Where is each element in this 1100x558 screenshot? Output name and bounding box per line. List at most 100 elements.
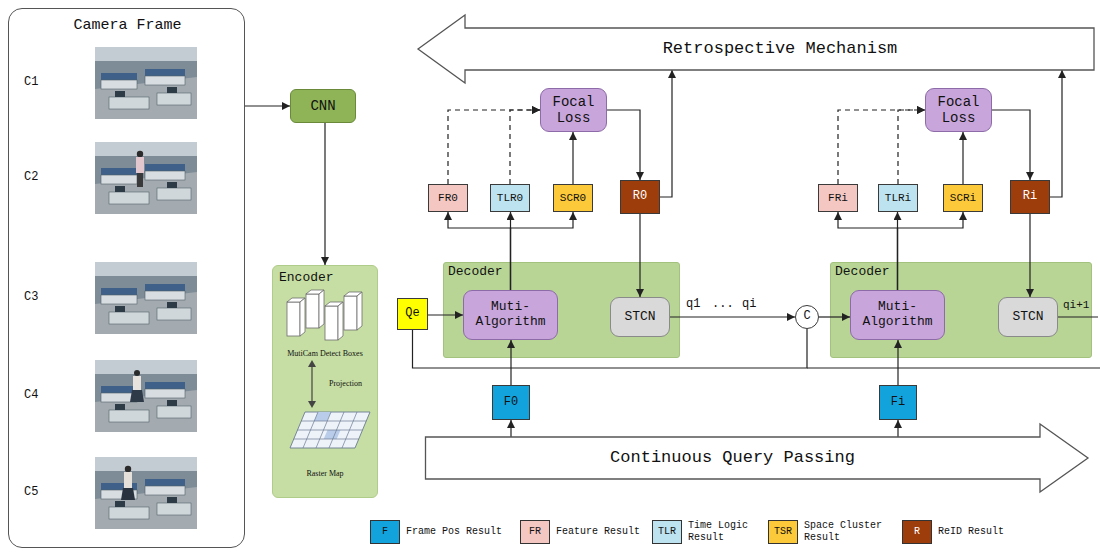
space-cluster-box: SCRi: [943, 184, 983, 212]
swatch-code: TSR: [768, 520, 798, 544]
swatch-code: R: [902, 520, 932, 544]
dashed-connector: [510, 110, 540, 184]
camera-image-part: [95, 262, 197, 334]
frame-box: Fi: [879, 385, 917, 420]
node-label: C: [803, 310, 810, 324]
node-label: STCN: [624, 310, 655, 325]
connector: [670, 316, 795, 317]
raster-map-drawing-part-part: [301, 421, 366, 422]
node-label: SCR0: [560, 192, 586, 205]
legend-text: Time Logic Result: [688, 520, 754, 544]
feature-result-box: FRi: [818, 184, 858, 212]
algorithm-box: Muti-Algorithm: [463, 290, 558, 340]
node-label: SCRi: [950, 192, 976, 205]
connector: [572, 132, 573, 184]
node-label: Focal Loss: [929, 94, 988, 126]
dashed-connector: [838, 110, 925, 184]
connector: [639, 214, 640, 297]
callout-label: C1: [24, 76, 38, 90]
cnn-box: CNN: [290, 89, 356, 123]
camera-image-part: [95, 457, 197, 529]
raster-map-drawing-part-part: [298, 430, 363, 431]
connector: [1029, 214, 1030, 297]
person-figure-part: [137, 173, 143, 187]
connector: [324, 123, 325, 265]
node-label: Muti-Algorithm: [467, 300, 554, 330]
node-label: R0: [633, 190, 647, 204]
node-label: STCN: [1012, 310, 1043, 325]
callout-label: qi: [742, 298, 756, 312]
frame-box: F0: [492, 385, 530, 420]
connector: [510, 340, 511, 385]
callout-label: C3: [24, 291, 38, 305]
dashed-connector: [448, 110, 540, 184]
detect-box-drawing-part: [338, 302, 343, 340]
time-logic-box: TLRi: [878, 184, 918, 212]
person-figure-part: [130, 390, 144, 402]
node-label: Decoder: [448, 265, 503, 280]
node-note: Raster Map: [273, 469, 377, 478]
loss-box: Focal Loss: [925, 88, 992, 132]
detect-box-drawing-part: [306, 294, 319, 328]
detect-box-drawing-part: [344, 296, 357, 330]
callout-label: C5: [24, 486, 38, 500]
legend-text: ReID Result: [938, 526, 1004, 538]
detect-box-drawing-part: [325, 306, 338, 340]
projection-arrow-part: [311, 365, 312, 403]
stcn-box: STCN: [610, 297, 670, 337]
person-figure-part: [133, 376, 141, 390]
connector: [819, 316, 850, 317]
raster-map-drawing-part-part: [294, 439, 359, 440]
node-label: CNN: [310, 98, 335, 114]
camera-image-part: [95, 360, 197, 432]
person-figure-part: [124, 472, 132, 488]
band-outline: [418, 15, 1094, 83]
person-figure-part: [125, 466, 131, 472]
connector: [897, 340, 898, 385]
concat-circle: C: [795, 305, 819, 329]
connector: [897, 420, 898, 437]
swatch-code: TLR: [652, 520, 682, 544]
query-passing-band: Continuous Query Passing: [425, 437, 1040, 479]
query-box: Qe: [397, 298, 428, 330]
detect-box-drawing-part: [357, 292, 362, 330]
person-figure-part: [134, 370, 140, 376]
algorithm-box: Muti-Algorithm: [850, 290, 945, 340]
node-label: Focal Loss: [544, 94, 603, 126]
swatch-code: FR: [520, 520, 550, 544]
node-note: Projection: [329, 379, 362, 388]
node-label: F0: [504, 396, 518, 410]
node-label: Encoder: [279, 271, 334, 286]
callout-label: ...: [712, 298, 734, 312]
node-label: Qe: [405, 307, 419, 321]
swatch-code: F: [370, 520, 400, 544]
connector: [962, 132, 963, 184]
stcn-box: STCN: [998, 297, 1058, 337]
space-cluster-box: SCR0: [553, 184, 593, 212]
connector: [448, 212, 511, 290]
callout-label: qi+1: [1063, 299, 1089, 312]
retrospective-band: Retrospective Mechanism: [465, 28, 1095, 70]
connector: [607, 110, 640, 180]
connector: [660, 70, 672, 197]
node-label: Decoder: [835, 265, 890, 280]
node-note: MutiCam Detect Boxes: [273, 349, 377, 358]
loss-box: Focal Loss: [540, 88, 607, 132]
legend-text: Space Cluster Result: [804, 520, 888, 544]
node-label: Muti-Algorithm: [854, 300, 941, 330]
person-figure-part: [137, 151, 143, 157]
node-label: Fi: [891, 396, 905, 410]
wire-part: [807, 367, 1100, 368]
node-label: FR0: [438, 192, 458, 205]
node-label: TLRi: [885, 192, 911, 205]
raster-map-drawing-part: [294, 412, 367, 448]
connector: [510, 420, 511, 437]
node-label: Continuous Query Passing: [610, 448, 855, 468]
legend-text: Feature Result: [556, 526, 640, 538]
dashed-connector: [898, 110, 925, 184]
detect-box-drawing-part: [300, 298, 305, 336]
person-figure-part: [121, 488, 135, 500]
node-label: Camera Frame: [9, 17, 246, 34]
time-logic-box: TLR0: [490, 184, 530, 212]
